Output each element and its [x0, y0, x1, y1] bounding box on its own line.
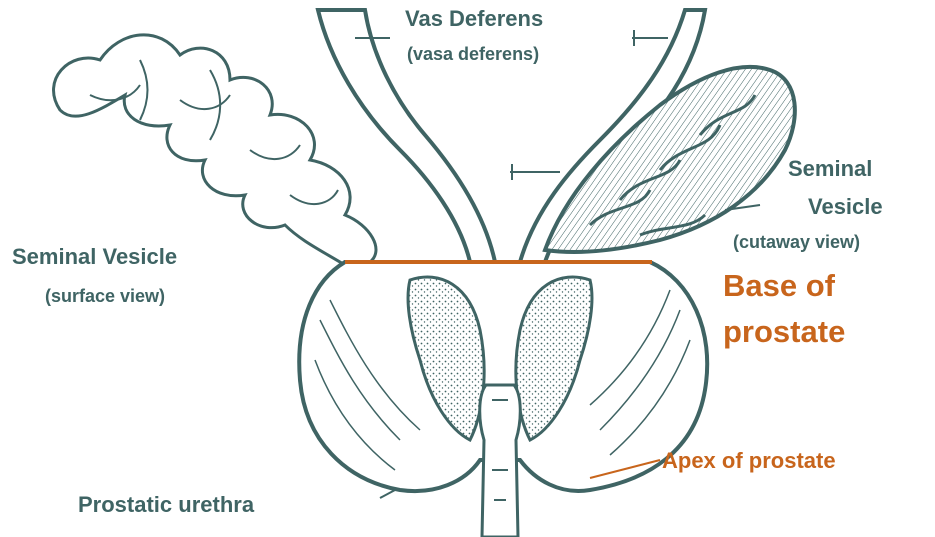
seminal-vesicle-surface-label: Seminal Vesicle [12, 246, 177, 268]
seminal-vesicle-surface-view-label: (surface view) [45, 287, 165, 305]
apex-of-prostate-label: Apex of prostate [662, 450, 836, 472]
seminal-vesicle-cutaway-label-line1: Seminal [788, 158, 872, 180]
base-of-prostate-label-line1: Base of [723, 270, 835, 301]
prostatic-urethra-shape [480, 385, 521, 537]
seminal-vesicle-cutaway-label-line2: Vesicle [808, 196, 883, 218]
seminal-vesicle-cutaway-view-label: (cutaway view) [733, 233, 860, 251]
seminal-vesicle-surface-shape [54, 35, 376, 265]
vas-deferens-plural-label: (vasa deferens) [407, 45, 539, 63]
vas-deferens-label: Vas Deferens [405, 8, 543, 30]
base-of-prostate-label-line2: prostate [723, 316, 845, 347]
prostatic-urethra-label: Prostatic urethra [78, 494, 254, 516]
